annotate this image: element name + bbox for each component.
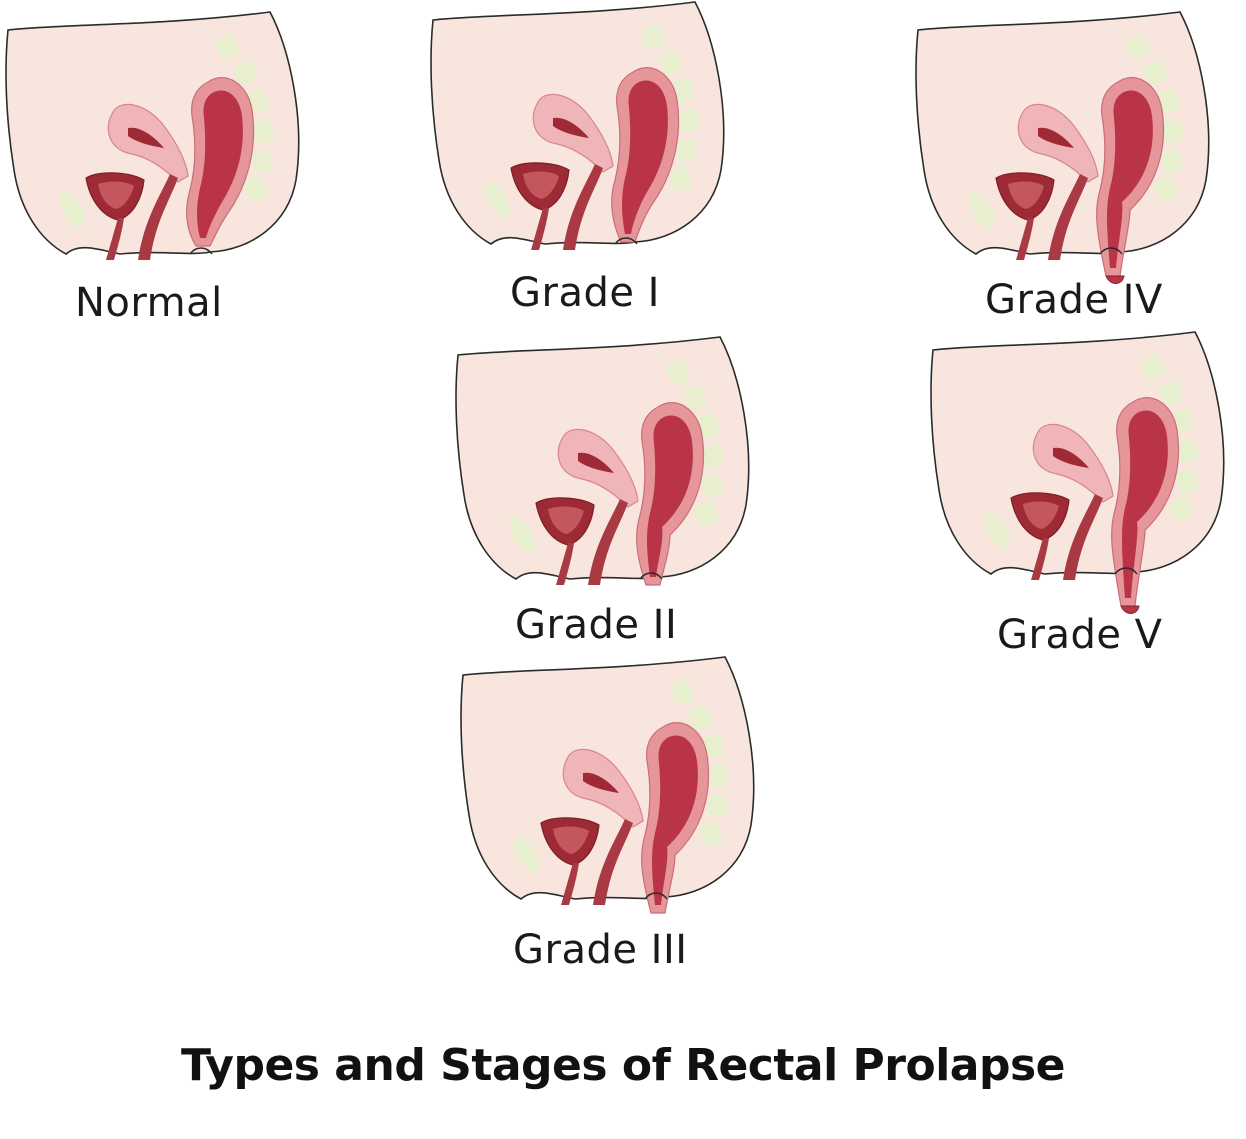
urethra bbox=[106, 218, 124, 260]
rectum-lumen bbox=[1107, 90, 1153, 268]
stage-label: Grade V bbox=[997, 612, 1163, 658]
stage-label: Grade IV bbox=[985, 277, 1163, 323]
bladder-interior bbox=[548, 506, 584, 534]
anal-opening bbox=[1114, 567, 1138, 575]
urethra bbox=[531, 208, 549, 250]
spine-vertebra bbox=[233, 60, 258, 86]
stage-panel-grade-5: Grade V bbox=[925, 330, 1235, 658]
stage-label: Grade I bbox=[510, 270, 660, 316]
pubic-bone bbox=[984, 512, 1010, 548]
rectum-lumen bbox=[622, 80, 668, 234]
spine-vertebra bbox=[688, 705, 713, 731]
uterine-cavity bbox=[1053, 447, 1089, 468]
vaginal-canal bbox=[593, 819, 633, 905]
urethra bbox=[556, 543, 574, 585]
uterine-cavity bbox=[1038, 127, 1074, 148]
prolapsed-tissue bbox=[1120, 605, 1140, 614]
stage-label: Normal bbox=[75, 280, 223, 326]
spine-vertebra bbox=[658, 50, 683, 76]
spine-vertebra bbox=[215, 34, 240, 60]
uterine-cavity bbox=[578, 452, 614, 473]
spine-vertebra bbox=[250, 118, 275, 144]
spine-vertebra bbox=[1143, 60, 1168, 86]
spine-vertebra bbox=[683, 385, 708, 411]
prolapsed-tissue bbox=[1105, 275, 1125, 284]
spine-vertebra bbox=[699, 473, 724, 499]
figure-title: Types and Stages of Rectal Prolapse bbox=[180, 1040, 1066, 1091]
spine-vertebra bbox=[243, 176, 268, 202]
spine-vertebra bbox=[1140, 354, 1165, 380]
bladder-interior bbox=[1008, 181, 1044, 209]
rectum-lumen bbox=[1122, 410, 1168, 598]
vaginal-canal bbox=[563, 164, 603, 250]
uterine-cavity bbox=[128, 127, 164, 148]
bladder-interior bbox=[553, 826, 589, 854]
pubic-bone bbox=[484, 182, 510, 218]
spine-vertebra bbox=[1153, 176, 1178, 202]
spine-vertebra bbox=[640, 24, 665, 50]
anal-opening bbox=[1099, 247, 1123, 255]
anatomy-illustration-grade-3 bbox=[460, 656, 755, 914]
spine-vertebra bbox=[700, 443, 725, 469]
vaginal-canal bbox=[1048, 174, 1088, 260]
anal-opening bbox=[639, 572, 663, 580]
anatomy-illustration-grade-4 bbox=[915, 11, 1210, 284]
spine-vertebra bbox=[674, 138, 699, 164]
rectum-lumen bbox=[197, 90, 243, 238]
urethra bbox=[1016, 218, 1034, 260]
anatomy-illustration-grade-5 bbox=[930, 331, 1225, 614]
urethra bbox=[561, 863, 579, 905]
spine-vertebra bbox=[1175, 438, 1200, 464]
spine-vertebra bbox=[1160, 118, 1185, 144]
stage-label: Grade III bbox=[513, 927, 688, 973]
spine-vertebra bbox=[1159, 148, 1184, 174]
stage-panel-grade-3: Grade III bbox=[455, 655, 765, 985]
pubic-bone bbox=[514, 837, 540, 873]
spine-vertebra bbox=[1168, 496, 1193, 522]
spine-vertebra bbox=[665, 359, 690, 385]
stage-panel-grade-1: Grade I bbox=[425, 0, 735, 320]
stage-panel-normal: Normal bbox=[0, 10, 310, 330]
spine-vertebra bbox=[249, 148, 274, 174]
spine-vertebra bbox=[1158, 380, 1183, 406]
bladder-interior bbox=[1023, 501, 1059, 529]
uterine-cavity bbox=[583, 772, 619, 793]
vaginal-canal bbox=[138, 174, 178, 260]
spine-vertebra bbox=[693, 501, 718, 527]
spine-vertebra bbox=[1174, 468, 1199, 494]
bladder-interior bbox=[523, 171, 559, 199]
rectum-lumen bbox=[647, 415, 693, 577]
anatomy-illustration-grade-1 bbox=[430, 1, 725, 250]
stage-panel-grade-4: Grade IV bbox=[910, 10, 1230, 330]
spine-vertebra bbox=[698, 821, 723, 847]
rectum-lumen bbox=[652, 735, 698, 905]
spine-vertebra bbox=[668, 166, 693, 192]
anal-opening bbox=[644, 892, 668, 900]
uterine-cavity bbox=[553, 117, 589, 138]
spine-vertebra bbox=[705, 763, 730, 789]
spine-vertebra bbox=[1125, 34, 1150, 60]
stage-panel-grade-2: Grade II bbox=[450, 335, 760, 655]
spine-vertebra bbox=[670, 679, 695, 705]
spine-vertebra bbox=[675, 108, 700, 134]
anal-opening bbox=[189, 247, 213, 255]
pubic-bone bbox=[969, 192, 995, 228]
bladder-interior bbox=[98, 181, 134, 209]
vaginal-canal bbox=[1063, 494, 1103, 580]
anatomy-illustration-grade-2 bbox=[455, 336, 750, 586]
pubic-bone bbox=[59, 192, 85, 228]
pubic-bone bbox=[509, 517, 535, 553]
urethra bbox=[1031, 538, 1049, 580]
anatomy-illustration-normal bbox=[5, 11, 300, 260]
stage-label: Grade II bbox=[515, 602, 678, 648]
spine-vertebra bbox=[704, 793, 729, 819]
vaginal-canal bbox=[588, 499, 628, 585]
anal-opening bbox=[614, 237, 638, 245]
